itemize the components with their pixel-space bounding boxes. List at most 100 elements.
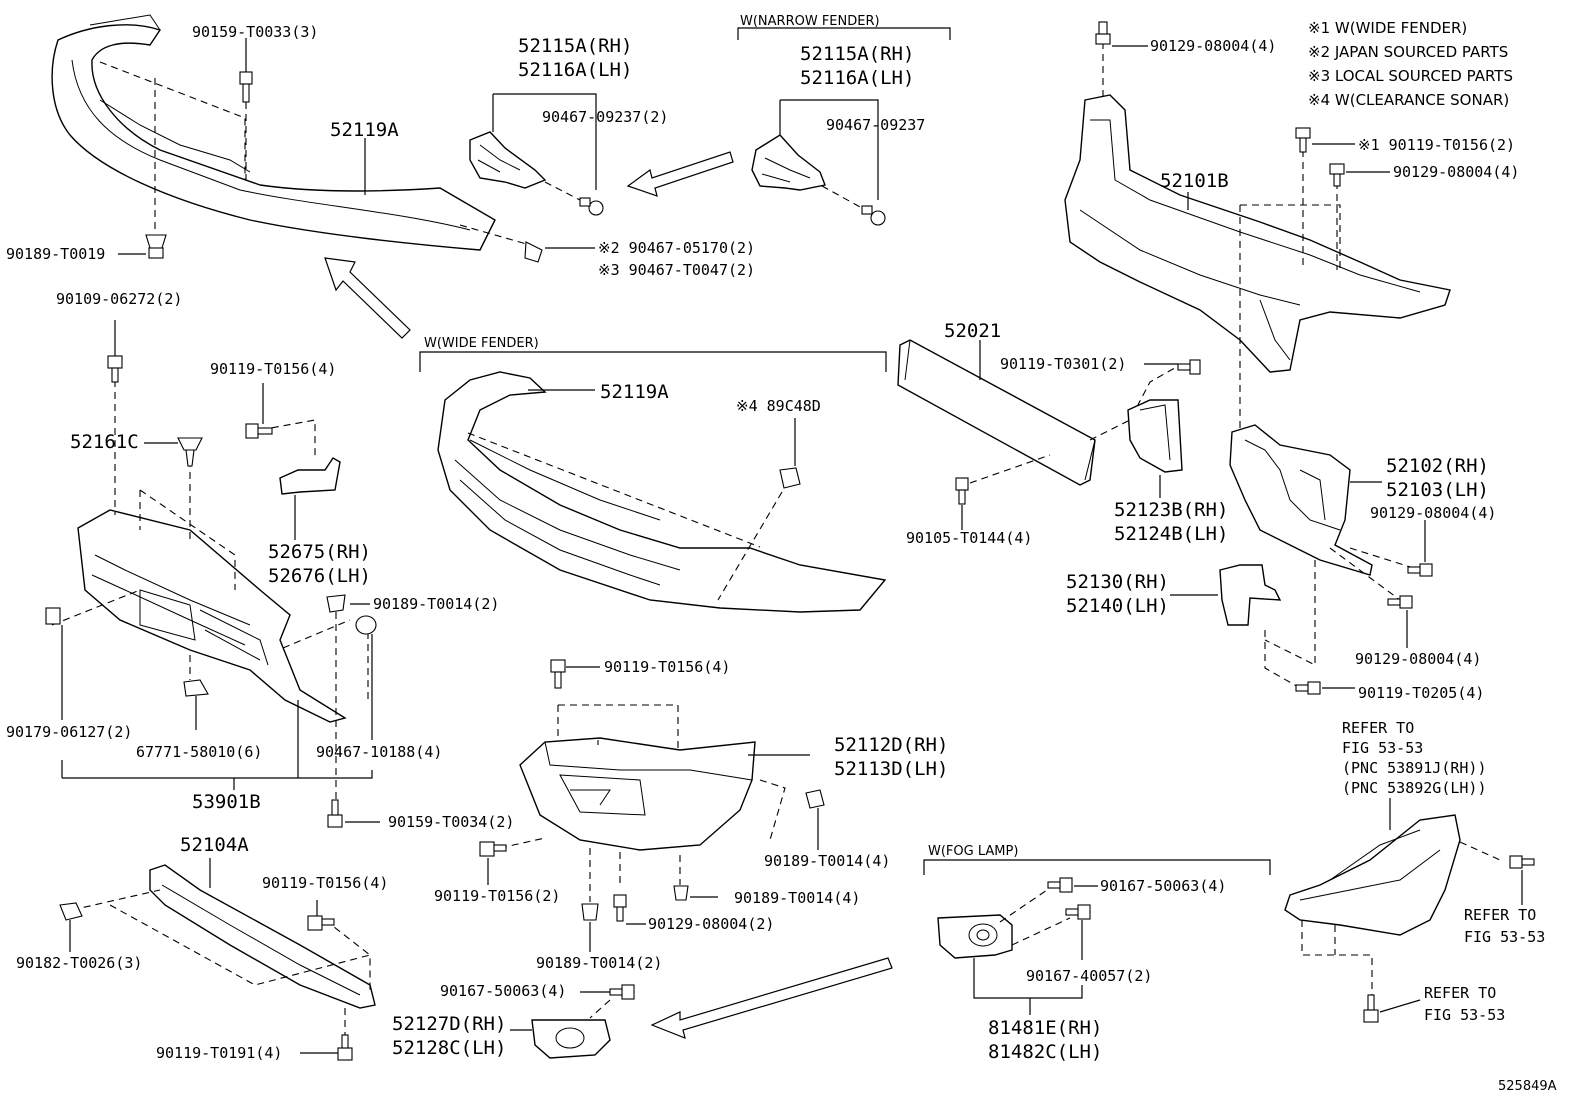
label-52128C: 52128C(LH) xyxy=(392,1037,506,1059)
label-89C48D: ※4 89C48D xyxy=(736,397,821,415)
fender-liner xyxy=(1284,814,1461,936)
note-4: ※4 W(CLEARANCE SONAR) xyxy=(1308,91,1509,109)
label-90467-05170: ※2 90467-05170(2) xyxy=(598,239,755,257)
bumper-bracket xyxy=(469,131,547,189)
clip-icon xyxy=(524,241,543,263)
arrow-icon xyxy=(650,957,893,1039)
label-refer-1: REFER TO xyxy=(1342,719,1414,737)
label-52113D: 52113D(LH) xyxy=(834,758,948,780)
label-90167-50063-a: 90167-50063(4) xyxy=(440,982,566,1000)
bracket-52675 xyxy=(279,457,341,495)
label-90159-T0034: 90159-T0034(2) xyxy=(388,813,514,831)
lower-bar xyxy=(149,864,376,1009)
bumper-side-piece xyxy=(519,737,756,851)
label-52119A-mid: 52119A xyxy=(600,381,669,403)
label-52116A-lh-2: 52116A(LH) xyxy=(800,67,914,89)
clip-icon xyxy=(581,903,599,921)
label-52103: 52103(LH) xyxy=(1386,479,1489,501)
label-90159-T0033: 90159-T0033(3) xyxy=(192,23,318,41)
label-52115A-rh-2: 52115A(RH) xyxy=(800,43,914,65)
label-90119-T0191: 90119-T0191(4) xyxy=(156,1044,282,1062)
bolt-icon xyxy=(1363,994,1379,1023)
bolt-icon xyxy=(1295,681,1321,695)
grille xyxy=(77,509,347,723)
note-2: ※2 JAPAN SOURCED PARTS xyxy=(1308,43,1508,61)
label-90119-T0156-d: 90119-T0156(4) xyxy=(604,658,730,676)
clip-icon xyxy=(355,615,377,635)
bolt-icon xyxy=(613,894,627,922)
clip-icon xyxy=(145,234,167,259)
label-52104A: 52104A xyxy=(180,834,249,856)
label-90129-08004-e: 90129-08004(2) xyxy=(648,915,774,933)
label-90189-T0019: 90189-T0019 xyxy=(6,245,105,263)
section-fog-lamp: W(FOG LAMP) xyxy=(928,844,1018,859)
section-narrow-fender: W(NARROW FENDER) xyxy=(740,14,880,29)
bolt-icon xyxy=(1047,877,1073,893)
label-refer-3b: FIG 53-53 xyxy=(1424,1006,1505,1024)
label-52101B: 52101B xyxy=(1160,170,1229,192)
screw-icon xyxy=(579,197,604,216)
screw-icon xyxy=(861,205,886,226)
bolt-icon xyxy=(1095,21,1111,45)
license-plate-bracket xyxy=(897,339,1096,486)
label-52112D: 52112D(RH) xyxy=(834,734,948,756)
label-52130: 52130(RH) xyxy=(1066,571,1169,593)
label-90105-T0144: 90105-T0144(4) xyxy=(906,529,1032,547)
label-refer-1d: (PNC 53892G(LH)) xyxy=(1342,779,1487,797)
note-1: ※1 W(WIDE FENDER) xyxy=(1308,19,1467,37)
label-53901B: 53901B xyxy=(192,791,261,813)
bolt-icon xyxy=(609,984,635,1000)
bolt-icon xyxy=(239,71,253,103)
label-90129-08004-d: 90129-08004(4) xyxy=(1355,650,1481,668)
nut-icon xyxy=(45,607,61,625)
fog-lamp xyxy=(937,914,1013,959)
diagram-id: 525849A xyxy=(1498,1079,1557,1094)
label-90109-06272: 90109-06272(2) xyxy=(56,290,182,308)
note-3: ※3 LOCAL SOURCED PARTS xyxy=(1308,67,1513,85)
label-90467-09237: 90467-09237 xyxy=(826,116,925,134)
label-refer-2: REFER TO xyxy=(1464,906,1536,924)
label-90467-10188: 90467-10188(4) xyxy=(316,743,442,761)
label-refer-3: REFER TO xyxy=(1424,984,1496,1002)
clip-icon xyxy=(326,594,346,613)
label-90119-T0156-note1: ※1 90119-T0156(2) xyxy=(1358,136,1515,154)
bolt-icon xyxy=(107,355,123,383)
label-90167-40057: 90167-40057(2) xyxy=(1026,967,1152,985)
label-52115A-rh-1: 52115A(RH) xyxy=(518,35,632,57)
dashed-leaders-top-left xyxy=(99,61,531,246)
label-90189-T0014-a: 90189-T0014(2) xyxy=(373,595,499,613)
clip-icon xyxy=(805,789,825,809)
bolt-icon xyxy=(1177,359,1201,375)
bracket-52123B xyxy=(1127,399,1183,473)
label-52119A-top: 52119A xyxy=(330,119,399,141)
label-90129-08004-c: 90129-08004(4) xyxy=(1370,504,1496,522)
label-52140: 52140(LH) xyxy=(1066,595,1169,617)
label-90467-09237-2: 90467-09237(2) xyxy=(542,108,668,126)
label-52124B: 52124B(LH) xyxy=(1114,523,1228,545)
bolt-icon xyxy=(479,841,507,857)
fog-lamp-cover-small xyxy=(531,1019,611,1059)
bolt-icon xyxy=(1509,855,1535,869)
label-90182-T0026: 90182-T0026(3) xyxy=(16,954,142,972)
label-52116A-lh-1: 52116A(LH) xyxy=(518,59,632,81)
label-52676: 52676(LH) xyxy=(268,565,371,587)
label-90179-06127: 90179-06127(2) xyxy=(6,723,132,741)
arrow-icon xyxy=(324,257,411,339)
label-90119-T0205: 90119-T0205(4) xyxy=(1358,684,1484,702)
clip-icon xyxy=(673,885,689,901)
label-81481E: 81481E(RH) xyxy=(988,1017,1102,1039)
label-refer-1b: FIG 53-53 xyxy=(1342,739,1423,757)
bolt-icon xyxy=(1329,163,1345,187)
clip-icon xyxy=(183,679,209,697)
label-90119-T0301: 90119-T0301(2) xyxy=(1000,355,1126,373)
bolt-icon xyxy=(245,423,273,439)
label-81482C: 81482C(LH) xyxy=(988,1041,1102,1063)
bolt-icon xyxy=(327,799,343,828)
label-90119-T0156-c: 90119-T0156(4) xyxy=(210,360,336,378)
bumper-bracket-narrow xyxy=(751,134,826,191)
label-52123B: 52123B(RH) xyxy=(1114,499,1228,521)
label-90189-T0014-b: 90189-T0014(4) xyxy=(764,852,890,870)
bolt-icon xyxy=(955,477,969,505)
bolt-icon xyxy=(307,915,335,931)
label-90189-T0014-c: 90189-T0014(4) xyxy=(734,889,860,907)
